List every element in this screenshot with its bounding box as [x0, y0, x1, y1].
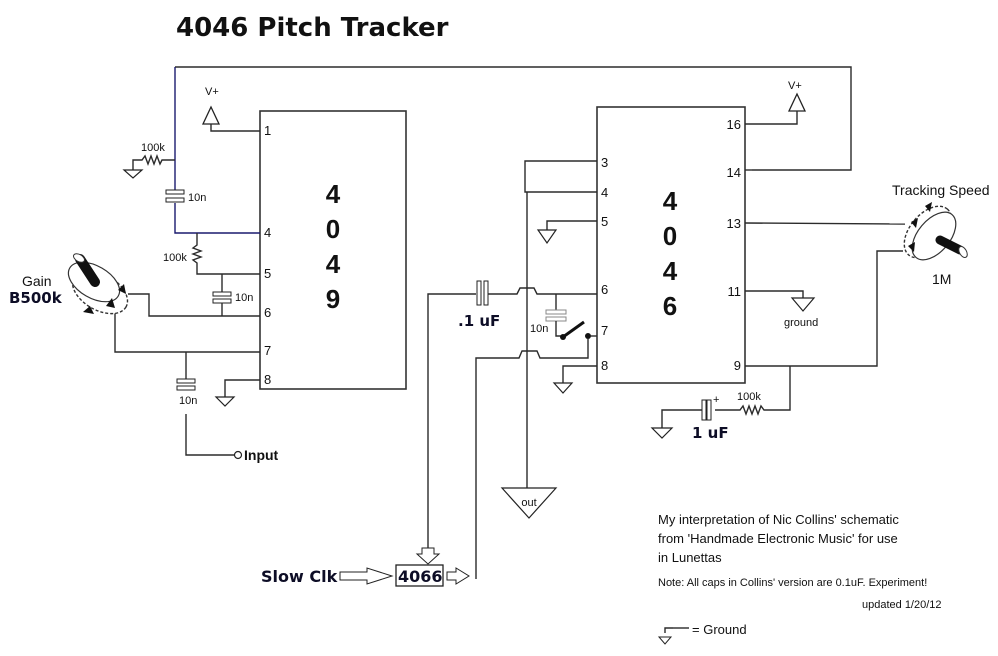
wire-pin9 [745, 250, 903, 367]
wire-pin7-feedback [475, 339, 589, 579]
resistor-100k-right [715, 366, 791, 416]
chip-4049-digit: 9 [326, 284, 340, 314]
chip-4046-digit: 4 [663, 256, 678, 286]
gain-value: B500k [9, 289, 63, 307]
output-terminal-icon [500, 487, 558, 519]
potentiometer-tracking-icon [903, 202, 968, 261]
wire-pin6 [488, 287, 597, 295]
page-title: 4046 Pitch Tracker [176, 13, 449, 43]
updated-date: updated 1/20/12 [862, 599, 942, 611]
caps-note: Note: All caps in Collins' version are 0… [658, 577, 927, 589]
capacitor-10n-top [165, 189, 185, 195]
wire-pin3-pin4 [524, 160, 597, 193]
capacitor-label: 10n [530, 323, 548, 335]
ground-label: ground [784, 317, 818, 329]
input-label: Input [244, 447, 279, 463]
vplus-label: V+ [205, 86, 219, 98]
pin-label: 8 [601, 358, 608, 373]
capacitor-1uf [706, 399, 712, 421]
capacitor-10n-bottom [176, 378, 196, 384]
wire-feedback [175, 66, 852, 171]
arrow-right-icon [446, 567, 470, 585]
vplus-arrow-icon [787, 92, 807, 112]
capacitor-label: .1 uF [458, 312, 500, 330]
wire-pin7 [114, 308, 260, 353]
ground-legend: = Ground [692, 622, 747, 637]
ground-icon [657, 636, 673, 645]
wire-input [185, 414, 234, 456]
chip-4046 [596, 106, 746, 384]
pin-label: 7 [601, 323, 608, 338]
ground-icon [122, 169, 144, 179]
ground-icon [790, 297, 816, 312]
resistor-100k-top [132, 154, 175, 170]
pin-label: 4 [264, 225, 271, 240]
note-line: from 'Handmade Electronic Music' for use [658, 531, 898, 546]
ground-icon [650, 427, 674, 439]
switch-icon [562, 320, 585, 339]
pin-label: 6 [264, 305, 271, 320]
pin-label: 16 [727, 117, 741, 132]
tracking-speed-value: 1M [932, 271, 951, 287]
pin-label: 13 [727, 216, 741, 231]
pin-label: 6 [601, 282, 608, 297]
pin-label: 5 [264, 266, 271, 281]
gain-label: Gain [22, 273, 52, 289]
note-line: in Lunettas [658, 550, 722, 565]
vplus-arrow-icon [201, 105, 221, 125]
capacitor-label: 10n [179, 395, 197, 407]
ground-icon [214, 396, 236, 407]
pin-label: 11 [728, 284, 742, 299]
capacitor-label: 10n [188, 192, 206, 204]
wire-pin4 [174, 203, 260, 234]
resistor-100k-mid [191, 233, 260, 275]
pin-label: 8 [264, 372, 271, 387]
tracking-speed-label: Tracking Speed [892, 182, 990, 198]
pin-label: 4 [601, 185, 608, 200]
chip-4046-digit: 4 [663, 186, 678, 216]
wire-signal-in [427, 293, 476, 484]
chip-4066 [395, 564, 444, 587]
resistor-label: 100k [141, 142, 165, 154]
chip-4066-label: 4066 [398, 567, 443, 586]
arrow-right-icon [339, 567, 394, 585]
wire-pin6 [128, 293, 260, 317]
chip-4049-digit: 4 [326, 179, 341, 209]
resistor-label: 100k [737, 391, 761, 403]
chip-4046-digit: 0 [663, 221, 677, 251]
capacitor-10n-mid [212, 291, 232, 297]
capacitor-01uf [476, 280, 482, 306]
wire-pin8 [224, 379, 260, 397]
pin-label: 5 [601, 214, 608, 229]
capacitor-10n-switch [545, 309, 567, 315]
pin-label: 14 [727, 165, 741, 180]
pin-label: 7 [264, 343, 271, 358]
pin-label: 1 [264, 123, 271, 138]
wire-pin16 [745, 111, 798, 125]
vplus-label: V+ [788, 80, 802, 92]
pin-label: 9 [734, 358, 741, 373]
capacitor-label: 10n [235, 292, 253, 304]
wire-pin13 [744, 222, 906, 225]
pin-label: 3 [601, 155, 608, 170]
ground-icon [552, 382, 574, 394]
ground-icon [536, 229, 558, 245]
chip-4046-digit: 6 [663, 291, 677, 321]
input-terminal-icon [233, 450, 243, 460]
out-label: out [521, 497, 536, 509]
chip-4049-digit: 4 [326, 249, 341, 279]
chip-4049 [259, 110, 407, 390]
polarity-label: + [713, 394, 719, 406]
note-line: My interpretation of Nic Collins' schema… [658, 512, 899, 527]
wire-pin1 [210, 124, 260, 132]
slow-clock-label: Slow Clk [261, 567, 338, 586]
potentiometer-gain-icon [67, 253, 129, 315]
arrow-down-icon [415, 547, 441, 565]
chip-4049-digit: 0 [326, 214, 340, 244]
capacitor-label: 1 uF [692, 424, 729, 442]
resistor-label: 100k [163, 252, 187, 264]
